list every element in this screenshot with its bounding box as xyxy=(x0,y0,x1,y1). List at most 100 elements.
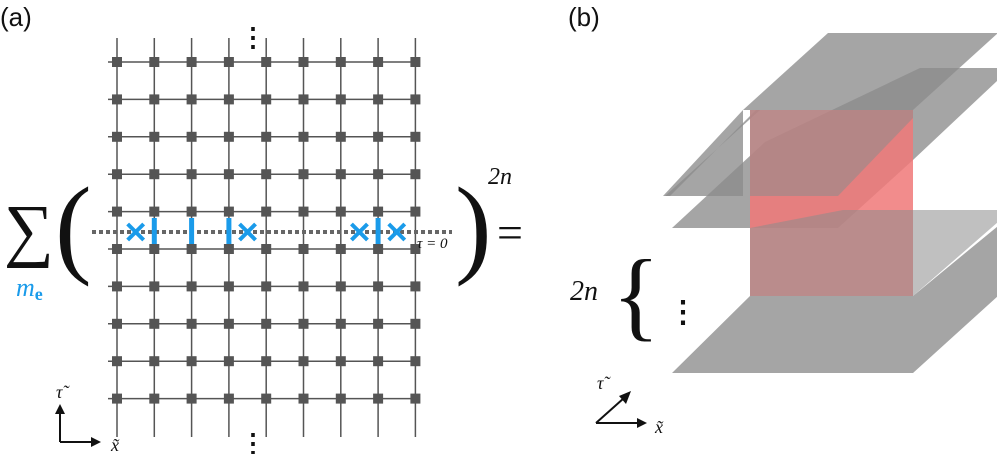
lattice-site xyxy=(112,57,122,67)
lattice-site xyxy=(112,169,122,180)
lattice-site xyxy=(149,356,160,367)
lattice-site xyxy=(373,206,384,217)
lattice-site xyxy=(261,206,272,217)
lattice-site xyxy=(223,206,234,217)
lattice-site xyxy=(186,131,197,142)
lattice-site xyxy=(186,393,197,404)
lattice-site xyxy=(373,318,384,329)
lattice-site xyxy=(298,131,309,142)
cross-stroke xyxy=(126,222,146,242)
lattice-site xyxy=(335,393,346,404)
cross-mark xyxy=(238,222,257,242)
lattice-site xyxy=(112,94,122,105)
close-paren: ) xyxy=(455,165,492,287)
lattice-site xyxy=(373,393,384,404)
lattice-site xyxy=(373,281,384,292)
lattice-site xyxy=(298,393,309,404)
lattice-site xyxy=(410,57,421,67)
lattice-site xyxy=(186,244,197,254)
panel-b: (b) 2n { ⋮ τ̃ x̃ xyxy=(568,2,997,437)
lattice-site xyxy=(149,57,160,67)
cross-stroke xyxy=(238,222,257,242)
lattice-site xyxy=(410,281,421,292)
lattice-site xyxy=(410,131,421,142)
lattice-site xyxy=(149,244,160,254)
lattice-site xyxy=(410,318,421,329)
lattice-site xyxy=(186,281,197,292)
count-label: 2n xyxy=(570,276,598,307)
lattice-site xyxy=(186,57,197,67)
cross-stroke xyxy=(387,222,407,242)
lattice-site xyxy=(410,393,421,404)
sheet-third xyxy=(750,210,997,296)
lattice-site xyxy=(186,356,197,367)
lattice-site xyxy=(298,94,309,105)
lattice-site xyxy=(223,244,234,254)
lattice-nodes xyxy=(112,57,421,404)
sum-index: me xyxy=(16,273,43,304)
lattice-site xyxy=(410,206,421,217)
lattice-site xyxy=(223,57,234,67)
lattice-site xyxy=(335,244,346,254)
lattice-site xyxy=(298,318,309,329)
axis-b-x-label: x̃ xyxy=(654,417,664,437)
lattice-site xyxy=(223,393,234,404)
lattice-site xyxy=(112,206,122,217)
lattice-site xyxy=(335,318,346,329)
lattice-site xyxy=(335,206,346,217)
tau-zero-label: τ = 0 xyxy=(417,236,448,252)
lattice-site xyxy=(335,281,346,292)
lattice-site xyxy=(261,393,272,404)
lattice-site xyxy=(112,318,122,329)
lattice-site xyxy=(298,356,309,367)
axes-a: τ̃ x̃ xyxy=(55,382,120,454)
lattice-site xyxy=(149,131,160,142)
cross-mark xyxy=(387,222,407,242)
lattice-site xyxy=(223,281,234,292)
lattice-site xyxy=(298,206,309,217)
cut-bonds xyxy=(151,218,381,244)
lattice-site xyxy=(410,356,421,367)
sheet-first-back xyxy=(663,110,743,196)
lattice-site xyxy=(223,131,234,142)
sum-index-subscript: e xyxy=(35,284,43,304)
lattice-site xyxy=(373,57,384,67)
lattice-site xyxy=(373,244,384,254)
lattice-site xyxy=(373,169,384,180)
lattice-site xyxy=(261,356,272,367)
lattice-site xyxy=(261,281,272,292)
lattice-site xyxy=(149,206,160,217)
sheet-bottom xyxy=(672,226,997,373)
lattice-site xyxy=(335,57,346,67)
lattice-site xyxy=(410,244,421,254)
lattice-site xyxy=(223,94,234,105)
vdots-sheets: ⋮ xyxy=(668,296,698,329)
lattice-site xyxy=(186,318,197,329)
lattice-site xyxy=(112,131,122,142)
lattice-site xyxy=(149,393,160,404)
cross-marks xyxy=(126,222,407,242)
lattice-site xyxy=(410,94,421,105)
lattice-site xyxy=(223,169,234,180)
lattice-site xyxy=(112,244,122,254)
lattice-site xyxy=(335,94,346,105)
lattice-site xyxy=(186,206,197,217)
open-paren: ( xyxy=(55,165,92,287)
vdots-bottom: ⋮ xyxy=(240,429,266,454)
lattice-site xyxy=(335,356,346,367)
lattice-site xyxy=(298,57,309,67)
lattice-site xyxy=(261,131,272,142)
lattice-site xyxy=(112,356,122,367)
lattice-site xyxy=(261,169,272,180)
lattice-site xyxy=(223,318,234,329)
panel-a-label: (a) xyxy=(0,2,32,32)
cross-mark xyxy=(350,222,369,242)
lattice-site xyxy=(298,244,309,254)
lattice-site xyxy=(298,169,309,180)
lattice-site xyxy=(261,244,272,254)
lattice-site xyxy=(373,94,384,105)
sum-index-letter: m xyxy=(16,273,35,302)
panel-a: (a) ∑ me ( ) 2n = τ = 0 ⋮ ⋮ τ̃ x̃ xyxy=(0,2,523,454)
lattice-site xyxy=(186,94,197,105)
